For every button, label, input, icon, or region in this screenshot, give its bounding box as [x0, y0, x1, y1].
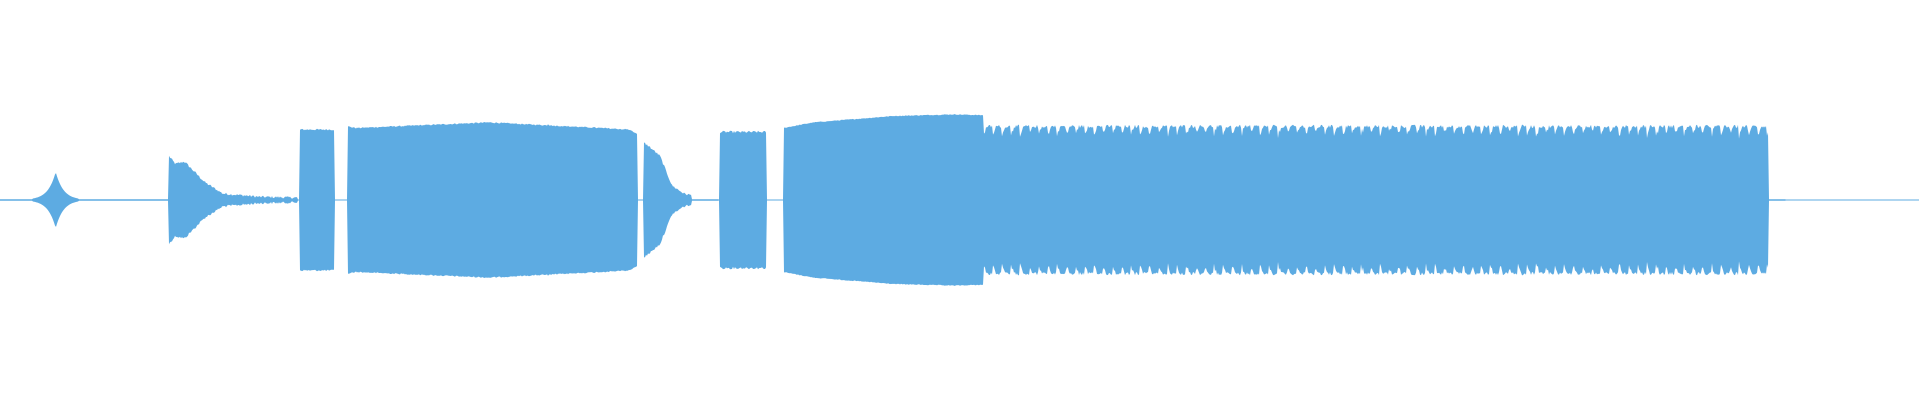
waveform-shape: [0, 114, 1919, 286]
waveform-bars: [0, 114, 1919, 286]
